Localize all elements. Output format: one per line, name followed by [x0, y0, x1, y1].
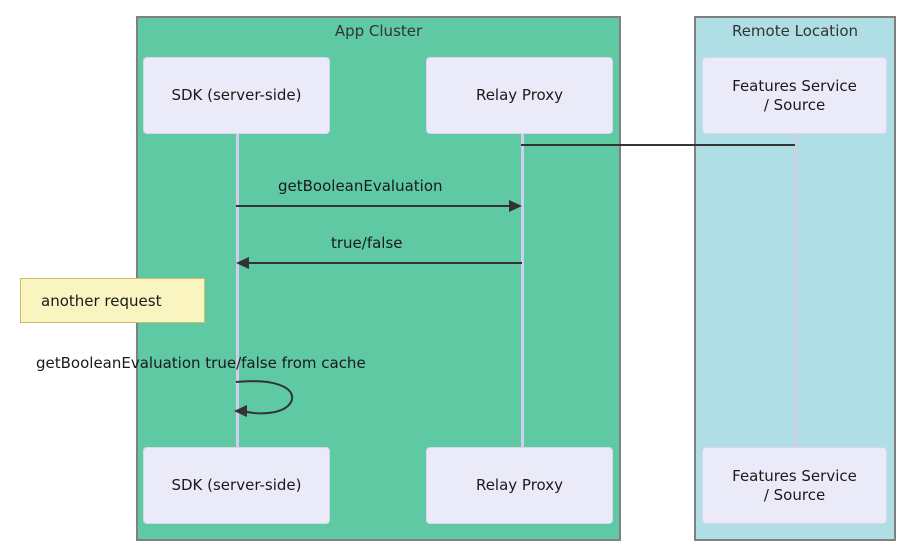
- participant-relay-proxy-top[interactable]: Relay Proxy: [426, 57, 613, 134]
- message-2-arrowhead-icon: [236, 257, 249, 269]
- lifeline-features-service: [794, 133, 797, 453]
- participant-relay-proxy-top-label: Relay Proxy: [475, 86, 564, 104]
- lifeline-sdk: [236, 133, 239, 453]
- message-3-self-loop-icon: [234, 380, 294, 417]
- message-3-label: getBooleanEvaluation true/false from cac…: [36, 354, 366, 372]
- connector-relay-to-features: [521, 144, 795, 146]
- message-1-label: getBooleanEvaluation: [278, 177, 443, 195]
- message-1-arrowhead-icon: [509, 200, 522, 212]
- group-remote-location-title: Remote Location: [731, 22, 859, 40]
- participant-sdk-top-label: SDK (server-side): [171, 86, 302, 104]
- participant-features-service-bottom-line2: / Source: [763, 485, 826, 504]
- message-2-line: [248, 262, 522, 264]
- message-1-line: [236, 205, 511, 207]
- message-2-label: true/false: [331, 234, 403, 252]
- note-another-request-text: another request: [41, 291, 162, 310]
- participant-sdk-bottom[interactable]: SDK (server-side): [143, 447, 330, 524]
- lifeline-relay-proxy: [521, 133, 524, 453]
- participant-features-service-top-line1: Features Service: [732, 76, 857, 95]
- participant-features-service-top[interactable]: Features Service / Source: [702, 57, 887, 134]
- participant-relay-proxy-bottom[interactable]: Relay Proxy: [426, 447, 613, 524]
- participant-relay-proxy-bottom-label: Relay Proxy: [475, 476, 564, 494]
- participant-sdk-top[interactable]: SDK (server-side): [143, 57, 330, 134]
- participant-features-service-bottom-line1: Features Service: [732, 466, 857, 485]
- participant-sdk-bottom-label: SDK (server-side): [171, 476, 302, 494]
- group-app-cluster-title: App Cluster: [334, 22, 423, 40]
- participant-features-service-top-line2: / Source: [763, 95, 826, 114]
- participant-features-service-bottom[interactable]: Features Service / Source: [702, 447, 887, 524]
- note-another-request: another request: [20, 278, 205, 323]
